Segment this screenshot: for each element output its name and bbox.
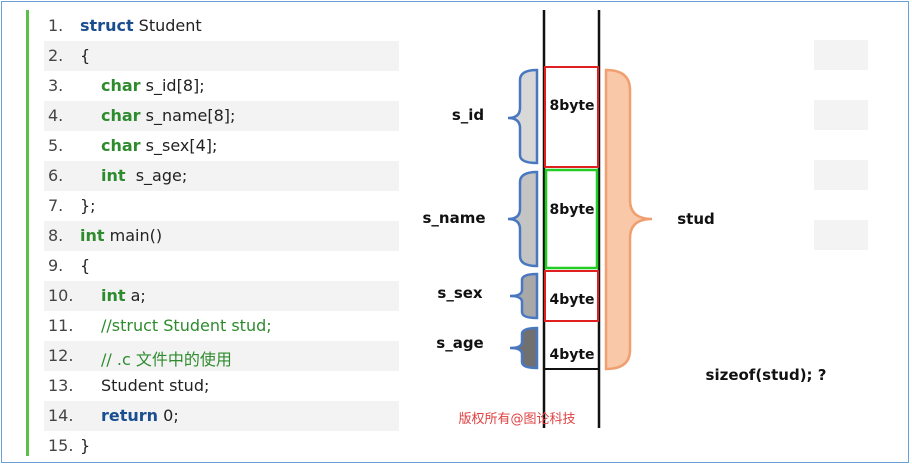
sizeof-question: sizeof(stud); ?: [706, 366, 827, 384]
cell-s-name: [544, 168, 599, 270]
code-keyword: int: [101, 166, 126, 185]
line-number: 10.: [48, 286, 74, 305]
cell-label: 4byte: [549, 347, 594, 363]
brace-s-id: [507, 68, 539, 165]
code-rest: 0;: [158, 406, 179, 425]
code-keyword: char: [101, 76, 141, 95]
code-line: 9. {: [44, 251, 399, 281]
code-rest: main(): [104, 226, 163, 245]
code-text: {: [80, 46, 90, 65]
code-line: 15.}: [44, 431, 399, 461]
code-block-accent-bar: [26, 10, 29, 456]
code-line: 12. // .c 文件中的使用: [44, 341, 399, 371]
code-rest: s_name[8];: [140, 106, 236, 125]
code-comment: //struct Student stud;: [101, 316, 272, 335]
code-rest: s_id[8];: [140, 76, 205, 95]
line-number: 13.: [48, 376, 74, 395]
code-line: 3. char s_id[8];: [44, 71, 399, 101]
row-stripe: [814, 100, 868, 130]
code-keyword: char: [101, 106, 141, 125]
line-number: 8.: [48, 226, 64, 245]
code-text: }: [80, 436, 90, 455]
line-number: 1.: [48, 16, 64, 35]
brace-s-name: [507, 170, 539, 268]
code-rest: {: [80, 46, 91, 65]
code-line: 1. struct Student: [44, 11, 399, 41]
field-label-s-name: s_name: [422, 209, 485, 227]
code-line: 13. Student stud;: [44, 371, 399, 401]
code-comment: // .c 文件中的使用: [101, 350, 232, 369]
line-number: 2.: [48, 46, 64, 65]
line-number: 12.: [48, 346, 74, 365]
line-number: 14.: [48, 406, 74, 425]
line-number: 15.: [48, 436, 74, 455]
code-keyword: char: [101, 136, 141, 155]
code-rest: Student stud;: [101, 376, 210, 395]
code-text: char s_sex[4];: [101, 136, 217, 155]
row-stripe: [814, 40, 868, 70]
code-text: //struct Student stud;: [101, 316, 272, 335]
code-text: int main(): [80, 226, 162, 245]
code-line: 2. {: [44, 41, 399, 71]
row-stripe: [814, 220, 868, 250]
code-rest: {: [80, 256, 91, 275]
line-number: 9.: [48, 256, 64, 275]
code-rest: s_age;: [125, 166, 188, 185]
code-text: struct Student: [80, 16, 202, 35]
row-stripe: [814, 160, 868, 190]
code-text: char s_name[8];: [101, 106, 235, 125]
brace-s-sex: [509, 272, 539, 320]
code-line: 10. int a;: [44, 281, 399, 311]
line-number: 11.: [48, 316, 74, 335]
code-text: return 0;: [101, 406, 179, 425]
code-text: Student stud;: [101, 376, 209, 395]
struct-label-stud: stud: [677, 210, 715, 228]
code-line: 5. char s_sex[4];: [44, 131, 399, 161]
code-text: {: [80, 256, 90, 275]
cell-label: 8byte: [549, 98, 594, 114]
code-keyword: int: [80, 226, 105, 245]
code-text: int s_age;: [101, 166, 187, 185]
brace-s-age: [509, 326, 539, 370]
field-label-s-sex: s_sex: [437, 284, 483, 302]
code-line: 14. return 0;: [44, 401, 399, 431]
cell-label: 4byte: [549, 292, 594, 308]
code-keyword: struct: [80, 16, 134, 35]
code-rest: }: [80, 436, 91, 455]
code-text: // .c 文件中的使用: [101, 346, 232, 370]
line-number: 6.: [48, 166, 64, 185]
code-text: char s_id[8];: [101, 76, 205, 95]
code-keyword: return: [101, 406, 159, 425]
cell-s-id: [544, 66, 599, 168]
code-line: 8. int main(): [44, 221, 399, 251]
code-text: int a;: [101, 286, 146, 305]
watermark: 版权所有@图论科技: [458, 411, 575, 427]
code-rest: };: [80, 196, 96, 215]
code-line: 11. //struct Student stud;: [44, 311, 399, 341]
line-number: 7.: [48, 196, 64, 215]
line-number: 5.: [48, 136, 64, 155]
code-line: 6. int s_age;: [44, 161, 399, 191]
brace-stud: [604, 68, 653, 371]
code-rest: a;: [125, 286, 146, 305]
cell-label: 8byte: [549, 202, 594, 218]
code-line: 4. char s_name[8];: [44, 101, 399, 131]
code-line: 7.};: [44, 191, 399, 221]
code-keyword: int: [101, 286, 126, 305]
field-label-s-age: s_age: [436, 334, 483, 352]
code-rest: s_sex[4];: [140, 136, 218, 155]
field-label-s-id: s_id: [452, 106, 484, 124]
code-rest: Student: [133, 16, 202, 35]
code-text: };: [80, 196, 96, 215]
line-number: 3.: [48, 76, 64, 95]
line-number: 4.: [48, 106, 64, 125]
cell-s-sex: [544, 270, 599, 322]
